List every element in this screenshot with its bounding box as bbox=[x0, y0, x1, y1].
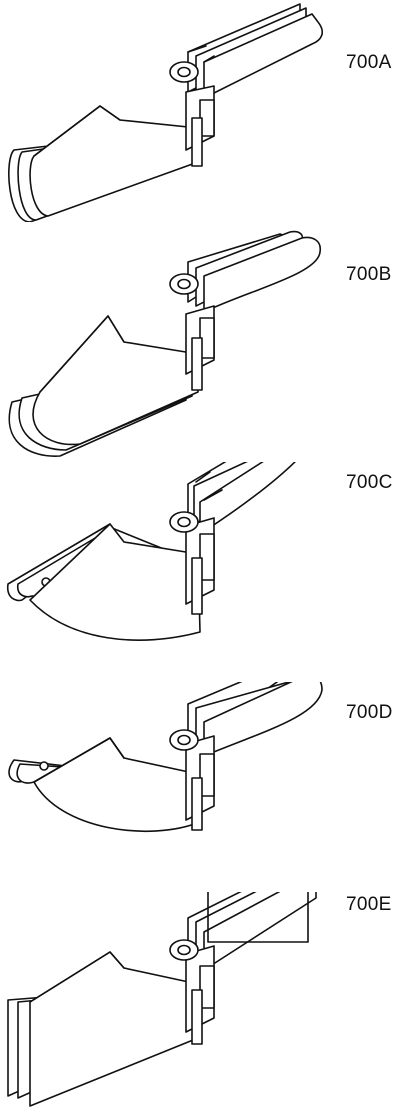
hinge-700e-drawing bbox=[7, 892, 317, 1107]
hinge-700b: 700B bbox=[0, 222, 407, 462]
hinge-700d-drawing bbox=[8, 682, 323, 832]
model-label: 700E bbox=[346, 894, 392, 915]
model-label: 700C bbox=[346, 472, 393, 493]
hinge-700c-drawing bbox=[6, 462, 296, 641]
hinge-700c: 700C bbox=[0, 462, 407, 682]
model-label: 700B bbox=[346, 264, 392, 285]
model-label: 700D bbox=[346, 702, 393, 723]
hinge-700a: 700A bbox=[0, 0, 407, 222]
hinge-700a-drawing bbox=[8, 3, 324, 222]
model-label: 700A bbox=[346, 52, 392, 73]
hinge-700b-drawing bbox=[8, 230, 322, 457]
hinge-700d: 700D bbox=[0, 682, 407, 892]
hinge-700e: 700E bbox=[0, 892, 407, 1109]
